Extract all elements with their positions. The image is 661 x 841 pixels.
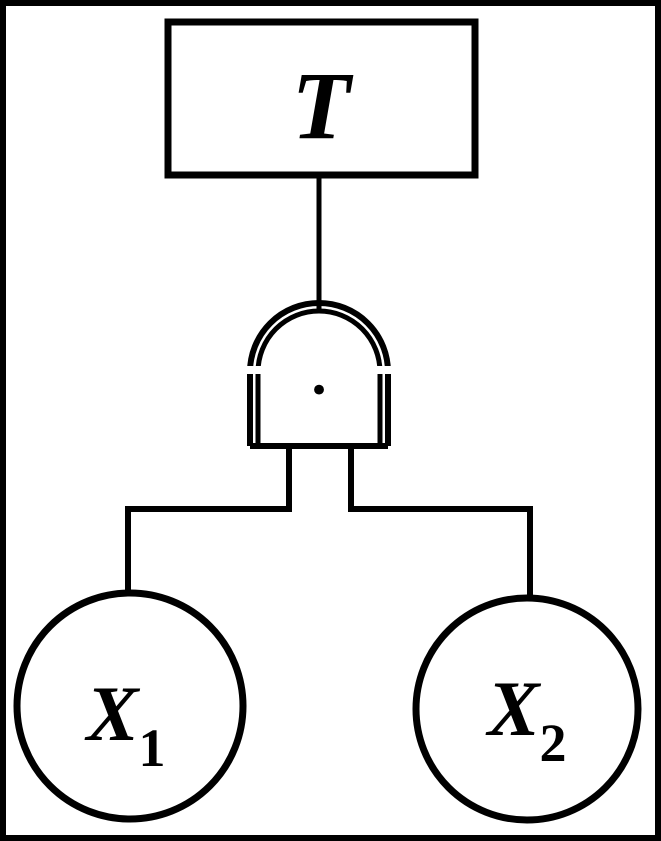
and-gate: • [246, 300, 392, 449]
basic-event-x2: X2 [412, 594, 642, 824]
gate-leg-left [125, 449, 292, 598]
basic-event-x2-label: X2 [485, 665, 566, 773]
and-gate-symbol: • [309, 371, 329, 411]
and-gate-outer-left [247, 300, 320, 446]
and-gate-body [255, 308, 383, 449]
basic-event-x1-label: X1 [84, 670, 165, 778]
basic-event-x1: X1 [13, 589, 247, 823]
basic-event-x2-circle [412, 594, 642, 824]
gate-leg-right [348, 449, 533, 598]
top-event-label: T [292, 52, 354, 159]
top-event-box [164, 18, 479, 179]
and-gate-outer-right [318, 300, 391, 446]
basic-event-x1-circle [13, 589, 247, 823]
